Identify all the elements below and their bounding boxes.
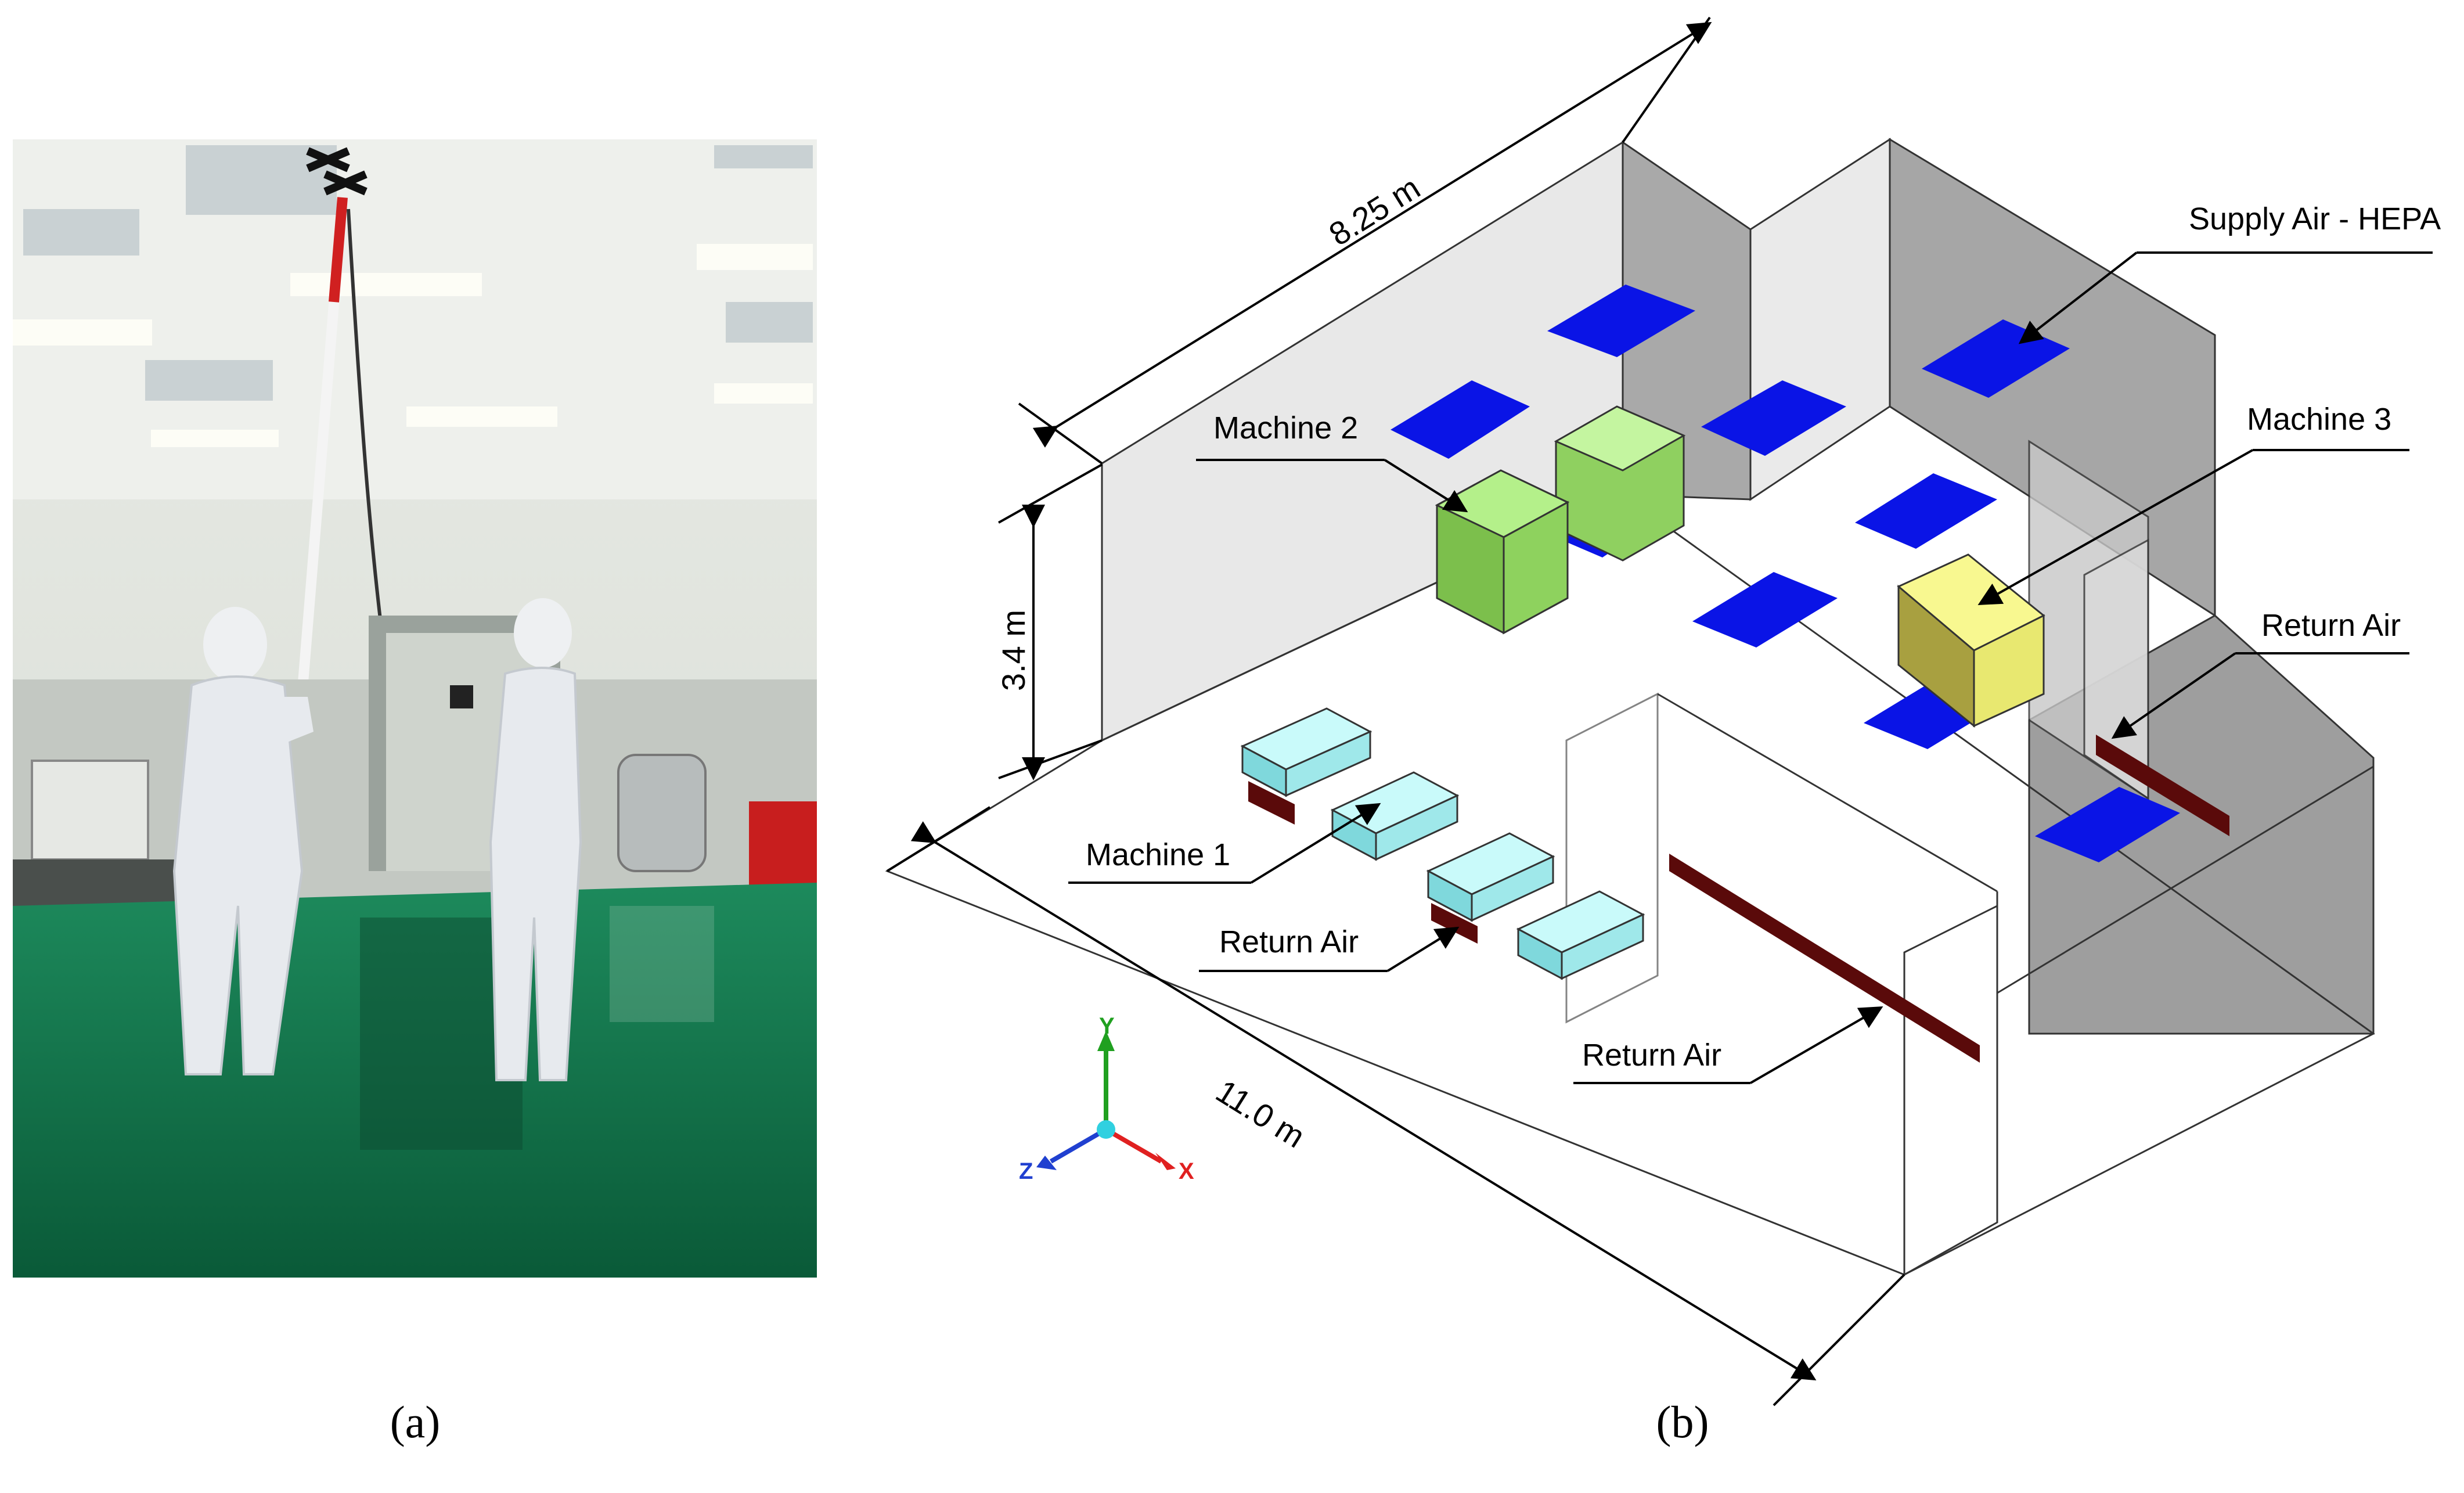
front-partition-left <box>1565 692 1659 1024</box>
callout-return-air-front <box>1749 1006 1883 1084</box>
callout-machine-3 <box>1977 449 2253 605</box>
ceiling-light <box>290 273 482 296</box>
wall-grille <box>31 760 149 861</box>
sampling-probe <box>306 147 368 196</box>
panel-caption-b: (b) <box>1656 1397 1709 1447</box>
ceiling-grille <box>726 302 813 343</box>
technician-right <box>450 598 582 1081</box>
callout-supply-air <box>2018 251 2138 344</box>
label-return-air-front: Return Air <box>1582 1038 1721 1073</box>
return-vent <box>1669 854 1980 1063</box>
steel-tank <box>617 754 707 872</box>
axis-label-y: Y <box>1099 1013 1115 1039</box>
callout-return-air-right <box>2111 652 2236 739</box>
dimension-length <box>1032 21 1712 448</box>
ceiling-grille <box>23 209 139 256</box>
axis-label-x: X <box>1179 1159 1194 1184</box>
ceiling-light <box>714 383 813 404</box>
return-vent <box>1248 781 1295 825</box>
callout-return-air-left <box>1386 926 1460 972</box>
callout-machine-2 <box>1384 459 1468 513</box>
ceiling-light <box>13 319 152 346</box>
ceiling-light <box>697 244 813 270</box>
callouts <box>1068 251 2433 1084</box>
cleanroom-photo <box>13 139 817 1278</box>
axis-triad: Y X Z <box>1019 1013 1194 1184</box>
ceiling-light <box>151 430 279 447</box>
callout-machine-1 <box>1250 803 1381 884</box>
label-machine-1: Machine 1 <box>1086 837 1230 872</box>
supply-vent <box>1701 380 1846 456</box>
technician-left <box>172 607 314 1075</box>
supply-vent <box>1692 572 1838 647</box>
ceiling-grille <box>145 360 273 401</box>
label-return-air-left: Return Air <box>1219 924 1359 959</box>
axis-label-z: Z <box>1019 1159 1033 1184</box>
supply-vent <box>2035 787 2180 862</box>
label-machine-2: Machine 2 <box>1213 411 1358 445</box>
ceiling-grille <box>714 145 813 168</box>
label-supply-air: Supply Air - HEPA <box>2189 202 2441 236</box>
axis-x <box>1104 1127 1163 1164</box>
front-partition-right <box>1903 904 1998 1276</box>
ceiling-light <box>406 406 557 427</box>
dimension-width <box>910 821 1817 1381</box>
dimension-length-label: 8.25 m <box>1323 169 1426 253</box>
axis-z <box>1049 1127 1108 1164</box>
label-return-air-right: Return Air <box>2261 608 2401 643</box>
axis-origin <box>1097 1120 1115 1139</box>
panel-caption-a: (a) <box>390 1397 441 1447</box>
dimension-lines <box>886 16 1905 1406</box>
machine-3 <box>1897 553 2045 728</box>
dimension-width-label: 11.0 m <box>1210 1073 1312 1155</box>
dimension-height-label: 3.4 m <box>995 610 1032 691</box>
supply-vent <box>1855 473 1997 549</box>
label-machine-3: Machine 3 <box>2247 402 2391 437</box>
return-vent <box>2096 735 2229 836</box>
